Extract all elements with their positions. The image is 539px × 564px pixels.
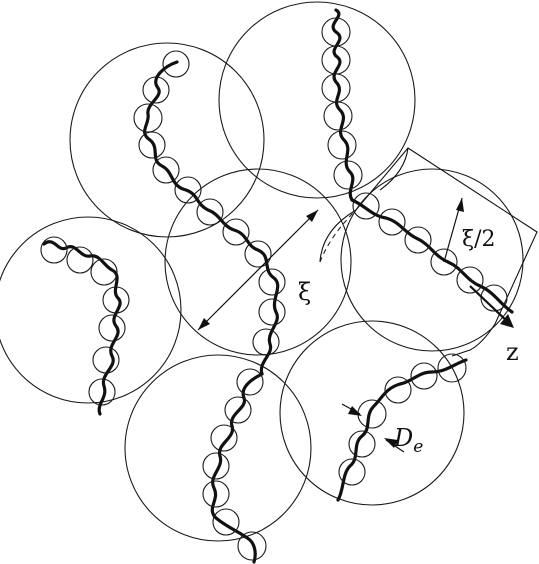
chain-top-right	[321, 8, 363, 202]
tube-cylinder-outline	[319, 147, 538, 357]
chain-top-left	[133, 50, 210, 212]
dimension-markers	[197, 197, 514, 453]
z-axis-label: z	[506, 338, 519, 366]
chain-bottom-right	[336, 353, 468, 502]
tube-cylinder-end-cap	[379, 147, 409, 191]
correlation-blob-top-left	[69, 42, 265, 238]
correlation-blobs	[0, 1, 524, 542]
correlation-blob-bottom-center	[124, 354, 312, 542]
xi-dimension-line	[197, 209, 319, 331]
chain-center	[196, 198, 286, 376]
correlation-blob-top-right	[218, 1, 416, 199]
de-arrowhead-lower	[384, 438, 398, 448]
de-arrowhead-upper	[348, 406, 362, 416]
tube-cylinder	[319, 147, 538, 357]
de-label-main: D	[393, 424, 413, 452]
z-axis-arrowhead	[500, 314, 514, 328]
de-label: De	[393, 424, 423, 457]
xi-arrowhead-start	[198, 318, 210, 330]
xi-label: ξ	[298, 278, 311, 306]
chain-left	[40, 236, 130, 416]
tube-cylinder-hidden-edge	[319, 209, 357, 263]
polymer-chains	[40, 8, 514, 564]
chain-bottom-center	[202, 368, 267, 564]
chain-right	[350, 192, 514, 314]
z-axis-line	[469, 285, 511, 325]
correlation-blob-center	[164, 168, 352, 356]
correlation-blob-bottom-right	[279, 320, 465, 506]
xi-half-arrowhead	[456, 198, 464, 212]
correlation-blob-right	[340, 168, 524, 352]
de-label-subscript: e	[413, 437, 423, 457]
correlation-blob-left	[0, 216, 182, 404]
xi-arrowhead-end	[306, 210, 318, 222]
xi-half-label: ξ/2	[462, 227, 496, 252]
